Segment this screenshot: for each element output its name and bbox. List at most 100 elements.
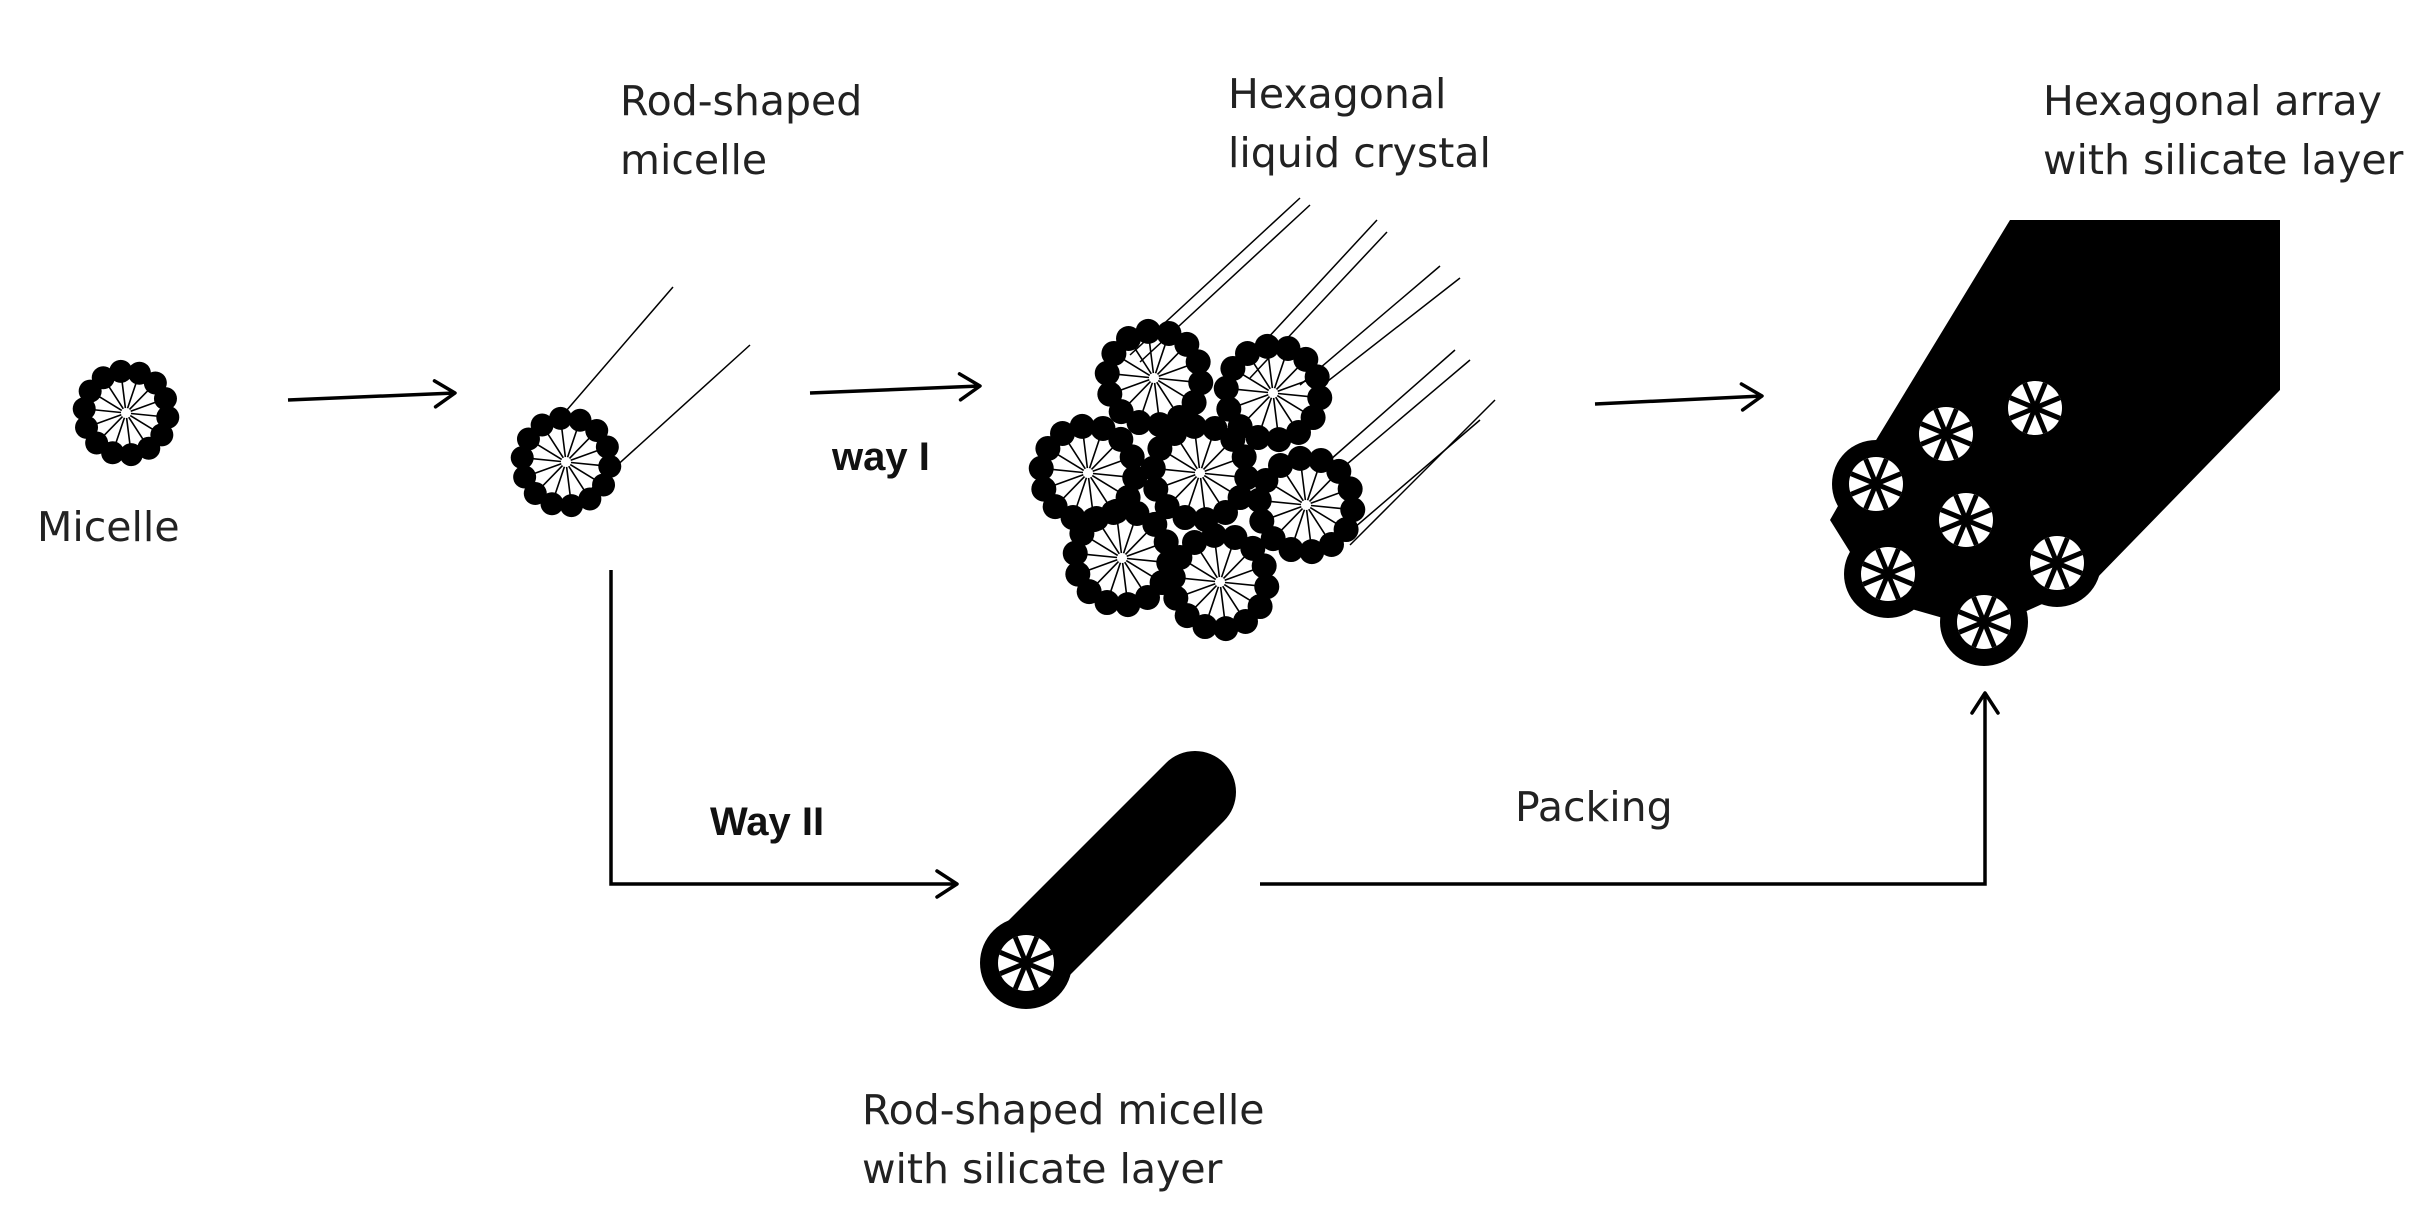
surfactant-tail bbox=[95, 394, 123, 412]
rod-tail-line bbox=[559, 286, 674, 419]
surfactant-tail bbox=[1093, 561, 1120, 587]
surfactant-head bbox=[510, 446, 534, 470]
surfactant-tail bbox=[1140, 382, 1154, 416]
surfactant-head bbox=[1231, 444, 1257, 470]
surfactant-tail bbox=[1116, 518, 1123, 554]
liquid-crystal-rod-line bbox=[1329, 349, 1456, 461]
surfactant-head bbox=[1160, 564, 1186, 590]
surfactant-tail bbox=[565, 466, 572, 499]
silicate-pore bbox=[1922, 476, 2010, 564]
surfactant-head bbox=[1213, 616, 1239, 642]
surfactant-head bbox=[598, 454, 622, 478]
surfactant-head bbox=[119, 443, 143, 467]
surfactant-head bbox=[1135, 318, 1161, 344]
surfactant-head bbox=[1232, 608, 1258, 634]
surfactant-tail bbox=[566, 426, 579, 458]
liquid-crystal-rod-line bbox=[1339, 359, 1471, 471]
surfactant-head bbox=[1318, 531, 1344, 557]
surfactant-tail bbox=[1202, 444, 1229, 470]
pore-spoke bbox=[1850, 471, 1902, 497]
surfactant-tail bbox=[1154, 340, 1168, 374]
micelle bbox=[1160, 522, 1280, 642]
pore-spoke bbox=[2031, 550, 2083, 576]
surfactant-head bbox=[530, 413, 554, 437]
surfactant-tail bbox=[529, 457, 562, 463]
surfactant-tail bbox=[1082, 553, 1118, 559]
surfactant-tail bbox=[1177, 439, 1198, 470]
surfactant-tail bbox=[1204, 458, 1238, 473]
surfactant-tail bbox=[1306, 467, 1320, 501]
surfactant-tail bbox=[1114, 373, 1150, 379]
surfactant-head bbox=[1299, 539, 1325, 565]
surfactant-head bbox=[513, 465, 537, 489]
surfactant-tail bbox=[569, 463, 599, 483]
surfactant-tail bbox=[1235, 393, 1269, 408]
surfactant-head bbox=[568, 408, 592, 432]
surfactant-tail bbox=[1277, 392, 1313, 398]
surfactant-tail bbox=[1277, 378, 1311, 393]
surfactant-tail bbox=[1124, 561, 1145, 592]
surfactant-head bbox=[1119, 444, 1145, 470]
surfactant-head bbox=[1307, 385, 1333, 411]
silicate-pore bbox=[980, 917, 1072, 1009]
surfactant-tail bbox=[114, 417, 126, 447]
surfactant-tail bbox=[545, 430, 564, 459]
surfactant-tail bbox=[1119, 356, 1151, 377]
rod-micelle-label-line2: micelle bbox=[620, 136, 767, 184]
surfactant-head bbox=[137, 436, 161, 460]
surfactant-tail bbox=[92, 413, 122, 426]
surfactant-tail bbox=[106, 383, 124, 410]
silicate-pore bbox=[2013, 519, 2101, 607]
surfactant-tail bbox=[1222, 553, 1249, 579]
surfactant-tail bbox=[1275, 364, 1302, 390]
liquid-crystal-rod-line bbox=[1339, 419, 1481, 541]
surfactant-head bbox=[559, 494, 583, 518]
pore-spoke bbox=[2009, 395, 2061, 421]
surfactant-tail bbox=[1156, 349, 1183, 375]
surfactant-tail bbox=[1124, 529, 1151, 555]
surfactant-head bbox=[72, 397, 96, 421]
surfactant-head bbox=[1140, 455, 1166, 481]
surfactant-head bbox=[1213, 375, 1239, 401]
surfactant-tail bbox=[1158, 377, 1194, 383]
surfactant-tail bbox=[120, 378, 127, 409]
surfactant-tail bbox=[1087, 477, 1094, 513]
surfactant-tail bbox=[530, 462, 562, 476]
surfactant-head bbox=[540, 492, 564, 516]
micelle bbox=[1094, 318, 1214, 438]
surfactant-head bbox=[1304, 364, 1330, 390]
surfactant-tail bbox=[1277, 508, 1304, 534]
pore-spoke bbox=[1940, 507, 1992, 533]
liquid-crystal-rod-line bbox=[1309, 277, 1461, 396]
micelle-graphic bbox=[72, 359, 180, 467]
rod-micelle-cross-section bbox=[510, 406, 622, 518]
surfactant-tail bbox=[533, 441, 563, 461]
surfactant-tail bbox=[1090, 476, 1111, 507]
liquid-crystal-rod-line bbox=[1349, 399, 1496, 546]
surfactant-tail bbox=[1194, 433, 1201, 469]
surfactant-head bbox=[1162, 421, 1188, 447]
rod-micelle-graphic bbox=[510, 286, 751, 518]
surfactant-head bbox=[1185, 349, 1211, 375]
surfactant-head bbox=[1254, 333, 1280, 359]
surfactant-tail bbox=[1165, 451, 1197, 472]
surfactant-tail bbox=[1271, 483, 1303, 504]
surfactant-head bbox=[1246, 487, 1272, 513]
surfactant-tail bbox=[1191, 585, 1218, 611]
surfactant-head bbox=[1268, 453, 1294, 479]
arrow-way-two bbox=[609, 570, 959, 899]
surfactant-tail bbox=[1220, 544, 1234, 578]
surfactant-tail bbox=[1308, 508, 1329, 539]
surfactant-head bbox=[549, 406, 573, 430]
surfactant-tail bbox=[1053, 451, 1085, 472]
surfactant-tail bbox=[1292, 509, 1306, 543]
surfactant-tail bbox=[1125, 381, 1152, 407]
surfactant-head bbox=[1065, 561, 1091, 587]
micelle bbox=[1213, 333, 1333, 453]
surfactant-tail bbox=[1088, 435, 1102, 469]
rod-micelle-tail-lines bbox=[559, 286, 751, 489]
hexagonal-array-graphic bbox=[1830, 220, 2280, 666]
surfactant-tail bbox=[1065, 439, 1086, 470]
surfactant-head bbox=[1163, 585, 1189, 611]
surfactant-tail bbox=[1259, 397, 1273, 431]
